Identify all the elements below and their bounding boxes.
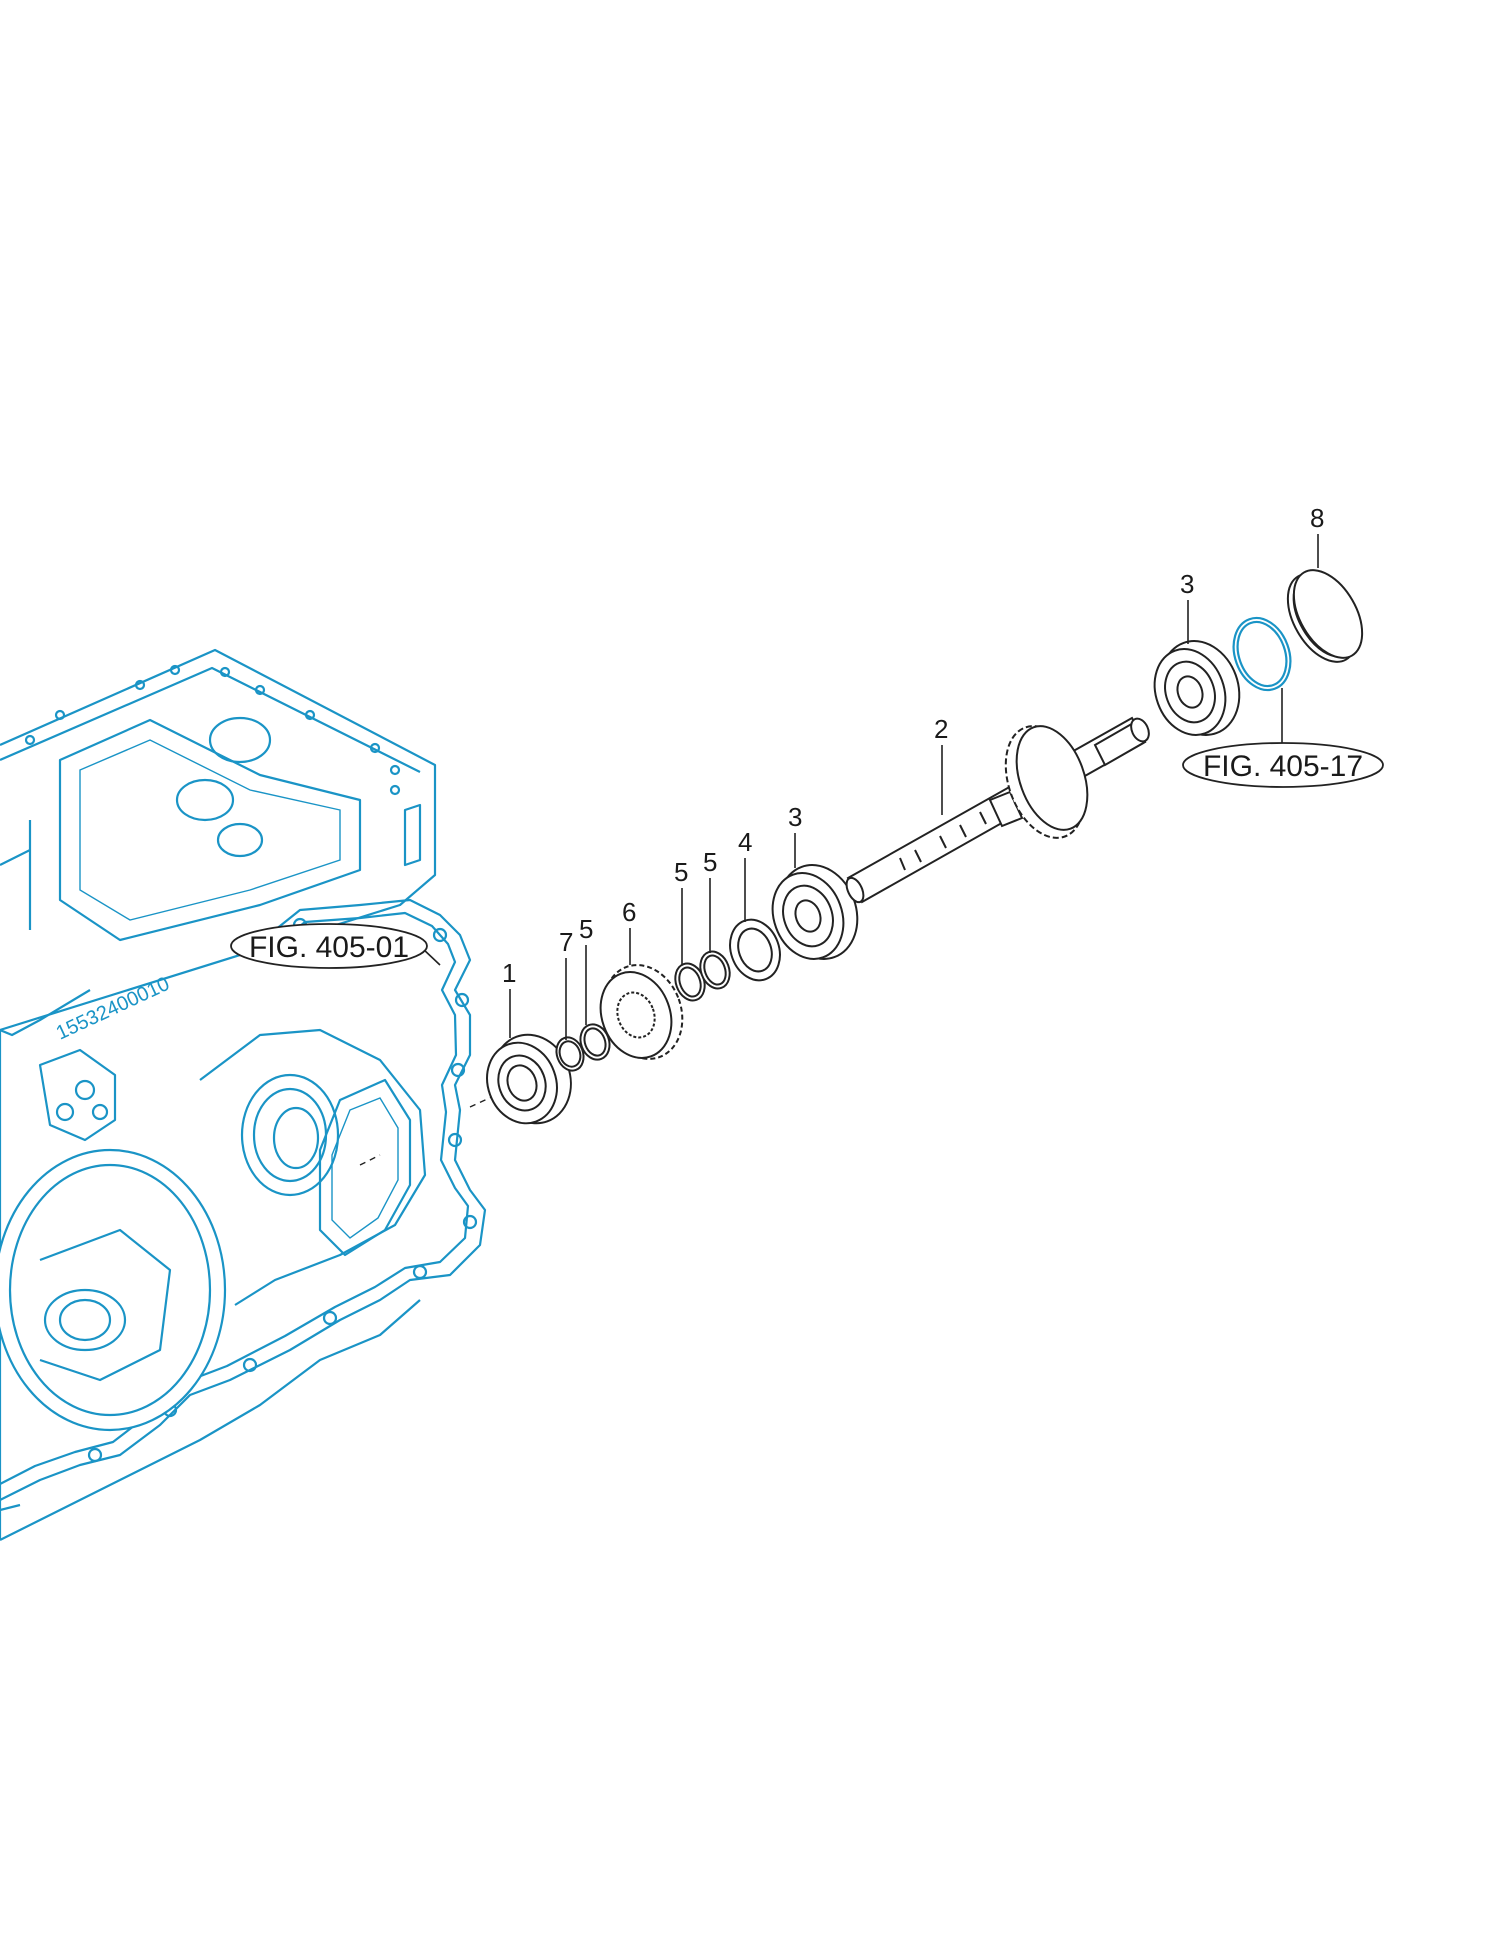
part-3-ball-bearing-b [1153, 640, 1241, 736]
part-5-circlip-a [579, 1023, 611, 1061]
callout-6: 6 [622, 897, 636, 927]
part-1-ball-bearing [486, 1033, 572, 1125]
fig-405-17-label: FIG. 405-17 [1203, 750, 1363, 783]
part-8-sleeve-ring [1286, 569, 1364, 663]
part-5-circlip-c [699, 950, 731, 990]
callout-2: 2 [934, 714, 948, 744]
fig-405-01-label: FIG. 405-01 [249, 931, 409, 964]
callout-3-b: 3 [1180, 569, 1194, 599]
callout-4: 4 [738, 827, 752, 857]
part-2-shaft-gear [845, 716, 1150, 904]
callout-5-b: 5 [674, 857, 688, 887]
callout-numbers: 1 7 5 6 5 5 4 3 2 3 8 [502, 503, 1324, 988]
callout-1: 1 [502, 958, 516, 988]
gearbox-housing: 15532400010 [0, 648, 487, 1541]
part-5-circlip-b [674, 962, 706, 1002]
external-circlip-reference [1232, 616, 1292, 692]
part-6-gear [599, 964, 684, 1060]
callout-3-a: 3 [788, 802, 802, 832]
callout-8: 8 [1310, 503, 1324, 533]
part-3-ball-bearing-a [771, 864, 859, 960]
callout-leaders [421, 534, 1319, 1040]
callout-7: 7 [559, 927, 573, 957]
callout-5-a: 5 [579, 914, 593, 944]
part-7-snap-ring [555, 1036, 585, 1072]
figure-reference-fig-405-01[interactable]: FIG. 405-01 [230, 923, 428, 969]
assembly-axis-lines [359, 1093, 499, 1166]
figure-reference-fig-405-17[interactable]: FIG. 405-17 [1182, 742, 1384, 788]
flange-bolt-holes [24, 664, 401, 796]
callout-5-c: 5 [703, 847, 717, 877]
part-4-washer [729, 918, 781, 982]
